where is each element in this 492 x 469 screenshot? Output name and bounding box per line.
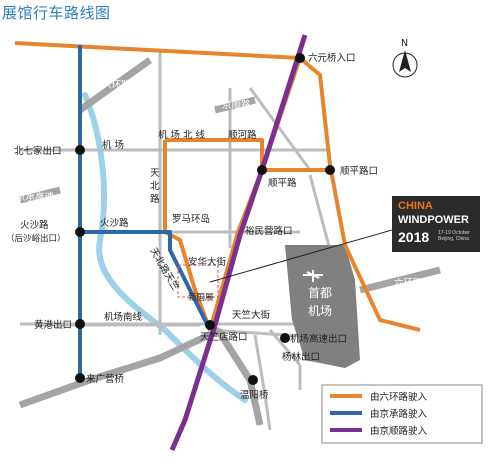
grey-roads [20, 50, 332, 431]
legend-item-orange: 由六环路驶入 [330, 391, 428, 403]
label-airport-north: 机 场 北 线 [158, 129, 206, 141]
label-shunhe: 顺河路 [228, 129, 257, 141]
dot-shunping [257, 165, 267, 175]
label-huosha-exit: 火沙路 [20, 219, 49, 231]
dot-shunping-exit [325, 165, 335, 175]
new-expo-box [177, 264, 219, 298]
label-huosha-exit-sub: （后沙峪出口） [6, 233, 66, 244]
legend-item-blue: 由京承路驶入 [330, 408, 428, 420]
compass-letter: N [401, 38, 408, 49]
legend-item-purple: 由京顺路驶入 [330, 425, 428, 437]
dot-airport-exp [280, 333, 290, 343]
label-ring6-right: 六环路 [394, 277, 423, 289]
page-title: 展馆行车路线图 [2, 4, 111, 22]
dot-huanggang [75, 319, 85, 329]
logo-line-windpower: WINDPOWER [398, 214, 469, 226]
label-tianzhu-st: 天竺大街 [232, 309, 271, 321]
label-ring5: 五环路 [76, 411, 105, 423]
dot-wenyang [248, 375, 258, 385]
jingcheng-grey [19, 186, 61, 204]
dot-laiguangying [75, 373, 85, 383]
label-tianbei-2: 北 [150, 181, 160, 192]
label-tianbei-3: 路 [150, 193, 160, 205]
junction-dots [75, 53, 335, 385]
legend-label-purple: 由京顺路驶入 [370, 425, 428, 437]
compass-icon: N [392, 38, 418, 78]
label-ring6-top: 六环路 [102, 79, 131, 91]
airport-label-2: 机场 [308, 304, 332, 318]
logo-pointer [209, 229, 393, 283]
label-shunping-exit: 顺平路口 [340, 165, 378, 177]
legend-label-orange: 由六环路驶入 [370, 391, 428, 403]
dot-chaxian [205, 320, 215, 330]
label-anhua: 安华大街 [188, 256, 227, 268]
plane-icon [303, 270, 323, 282]
label-airport-top: 机 场 [102, 139, 124, 151]
logo-line-china: CHINA [398, 200, 433, 212]
label-jingcheng: 京承高速 [16, 191, 55, 203]
airport-label-1: 首都 [308, 286, 332, 300]
dot-liuyuan [295, 53, 305, 63]
jingshun-grey [214, 96, 256, 114]
logo-line-year: 2018 [398, 229, 430, 245]
label-shunping: 顺平路 [268, 177, 297, 189]
ring-5-grey [18, 326, 222, 409]
label-liuyuan: 六元桥入口 [308, 52, 356, 64]
dot-huosha [75, 227, 85, 237]
ring6-right-grey [359, 266, 441, 294]
ring-6-grey-left [77, 57, 153, 113]
label-chaxian: 天竺店路口 [200, 331, 248, 343]
label-luoma: 罗马环岛 [172, 213, 210, 225]
label-new-expo: 新国展 [188, 292, 214, 303]
label-wenyang: 温阳桥 [240, 389, 269, 401]
label-airport-south: 机场南线 [104, 311, 143, 323]
label-jingshun: 京顺路 [222, 99, 251, 111]
label-airport-exp-exit: 机场高速出口 [290, 333, 347, 345]
label-tianbei-1: 天 [150, 168, 160, 179]
dot-beiqijia [75, 145, 85, 155]
label-huanggang: 黄港出口 [34, 319, 72, 331]
label-airport-exp: 机场高速 [220, 423, 259, 435]
label-tianbei-tianzhu: 天北路天竺 [147, 246, 181, 293]
river [82, 92, 248, 403]
purple-route [169, 34, 308, 451]
label-laiguangying: 来广营桥 [86, 373, 125, 385]
label-beiqijia: 北七家出口 [14, 145, 62, 157]
label-yuzhuying: 裕民营路口 [245, 225, 293, 237]
legend-label-blue: 由京承路驶入 [370, 408, 428, 420]
label-huosha: 火沙路 [100, 217, 129, 229]
label-yanglin: 杨林出口 [282, 351, 320, 363]
